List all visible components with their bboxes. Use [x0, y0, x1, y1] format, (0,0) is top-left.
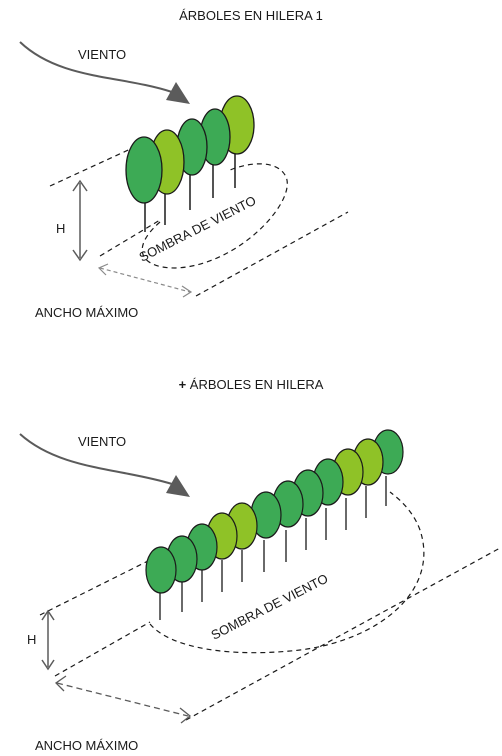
ground-line-far [185, 547, 501, 721]
height-arrow [72, 179, 88, 262]
wind-arrow [19, 433, 190, 497]
ground-line-back [39, 559, 151, 616]
plus-icon: + [178, 377, 187, 392]
panel2-width-label: ANCHO MÁXIMO [35, 738, 138, 753]
wind-shadow-outline [141, 163, 288, 269]
tree [125, 136, 163, 204]
panel2-title-text: ÁRBOLES EN HILERA [189, 377, 324, 392]
width-arrow [97, 263, 193, 298]
wind-arrow [19, 41, 190, 104]
tree-row [125, 95, 255, 204]
ground-line-front [99, 219, 161, 257]
tree-trunks [159, 476, 387, 620]
panel2-height-label: H [27, 632, 36, 647]
panel1-diagram: VIENTO SOMBRA DE VIENTO H ANCHO MÁXIMO [19, 41, 349, 320]
height-arrow [41, 609, 55, 671]
ground-line-far [195, 211, 349, 297]
tree [145, 546, 177, 594]
ground-line-front [54, 621, 151, 677]
panel2-diagram: VIENTO SOMBRA DE VIENTO [19, 429, 501, 753]
panel2-wind-label: VIENTO [78, 434, 126, 449]
panel1-title: ÁRBOLES EN HILERA 1 [179, 8, 323, 23]
panel2-title: + ÁRBOLES EN HILERA [0, 377, 502, 392]
wind-shadow-outline [149, 491, 425, 654]
tree-row [145, 429, 404, 594]
panel1-height-label: H [56, 221, 65, 236]
panel1-shadow-label: SOMBRA DE VIENTO [137, 193, 259, 265]
panel1-width-label: ANCHO MÁXIMO [35, 305, 138, 320]
panel2-shadow-label: SOMBRA DE VIENTO [209, 571, 331, 643]
width-arrow [54, 675, 192, 724]
panel1-wind-label: VIENTO [78, 47, 126, 62]
